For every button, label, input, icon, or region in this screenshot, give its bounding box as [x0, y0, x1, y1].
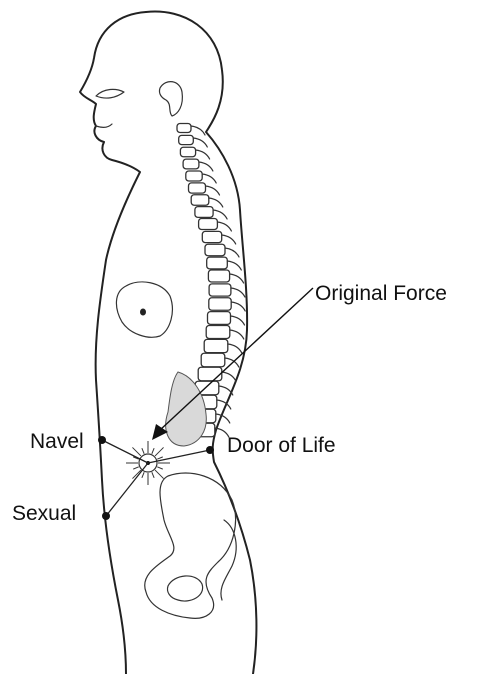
- door-of-life-point: [206, 446, 214, 454]
- vertebra-process: [193, 138, 207, 147]
- vertebra: [189, 183, 206, 193]
- vertebra: [204, 339, 228, 352]
- pelvis-ilium: [221, 520, 236, 600]
- vertebra: [179, 135, 194, 144]
- vertebra-process: [217, 222, 231, 231]
- mouth-line: [96, 124, 112, 127]
- sexual-point: [102, 512, 110, 520]
- sun-ray: [155, 447, 163, 455]
- vertebra: [208, 312, 231, 325]
- vertebra: [201, 353, 225, 367]
- vertebra: [186, 171, 202, 181]
- label-original-force: Original Force: [315, 282, 447, 305]
- sun-ray: [155, 470, 163, 478]
- vertebra: [209, 298, 231, 311]
- vertebra-process: [230, 274, 244, 283]
- vertebra: [195, 207, 213, 218]
- sun-ray: [157, 467, 163, 469]
- vertebra: [206, 326, 230, 339]
- sun-ray: [133, 467, 139, 469]
- vertebra: [209, 284, 231, 296]
- vertebra-process: [222, 372, 236, 381]
- head-and-back-outline: [146, 12, 256, 674]
- sun-ray: [152, 472, 154, 478]
- sun-ray: [142, 472, 144, 478]
- label-door-of-life: Door of Life: [227, 434, 336, 457]
- vertebra: [199, 219, 218, 230]
- vertebra-process: [196, 150, 210, 159]
- vertebra: [207, 257, 228, 269]
- sun-ray: [132, 447, 140, 455]
- sun-ray: [152, 448, 154, 454]
- vertebra: [208, 270, 229, 282]
- ear-shape: [159, 82, 182, 116]
- vertebra-process: [230, 330, 244, 339]
- heart-dot: [140, 309, 146, 316]
- label-navel: Navel: [30, 430, 84, 453]
- navel-line: [102, 440, 148, 463]
- eye-shape: [96, 89, 124, 98]
- sun-ray: [142, 448, 144, 454]
- vertebra-process: [199, 162, 213, 171]
- vertebra: [177, 124, 191, 133]
- navel-point: [98, 436, 106, 444]
- vertebra-process: [231, 302, 245, 311]
- vertebra: [205, 244, 225, 256]
- vertebra-process: [225, 248, 239, 257]
- door-of-life-line: [148, 450, 210, 463]
- vertebra-process: [209, 198, 223, 207]
- face-and-front-outline: [80, 12, 146, 674]
- vertebra: [183, 159, 199, 169]
- vertebra-process: [213, 210, 227, 219]
- vertebra-process: [222, 235, 236, 244]
- pelvis-inner: [167, 576, 202, 601]
- vertebra-process: [191, 126, 205, 135]
- sun-ray: [157, 457, 163, 459]
- label-sexual: Sexual: [12, 502, 76, 525]
- vertebra: [180, 147, 195, 157]
- vertebra-process: [202, 174, 216, 183]
- vertebra-process: [216, 414, 230, 423]
- vertebra-process: [206, 186, 220, 195]
- sexual-line: [106, 463, 148, 516]
- vertebra: [198, 367, 222, 381]
- vertebra: [202, 231, 221, 242]
- vertebra-process: [227, 261, 241, 270]
- original-force-pointer-line: [160, 288, 313, 430]
- vertebra: [191, 195, 209, 206]
- vertebra-process: [231, 288, 245, 297]
- vertebra-process: [231, 316, 245, 325]
- pelvis-outline: [145, 473, 236, 618]
- vertebra-process: [228, 344, 242, 353]
